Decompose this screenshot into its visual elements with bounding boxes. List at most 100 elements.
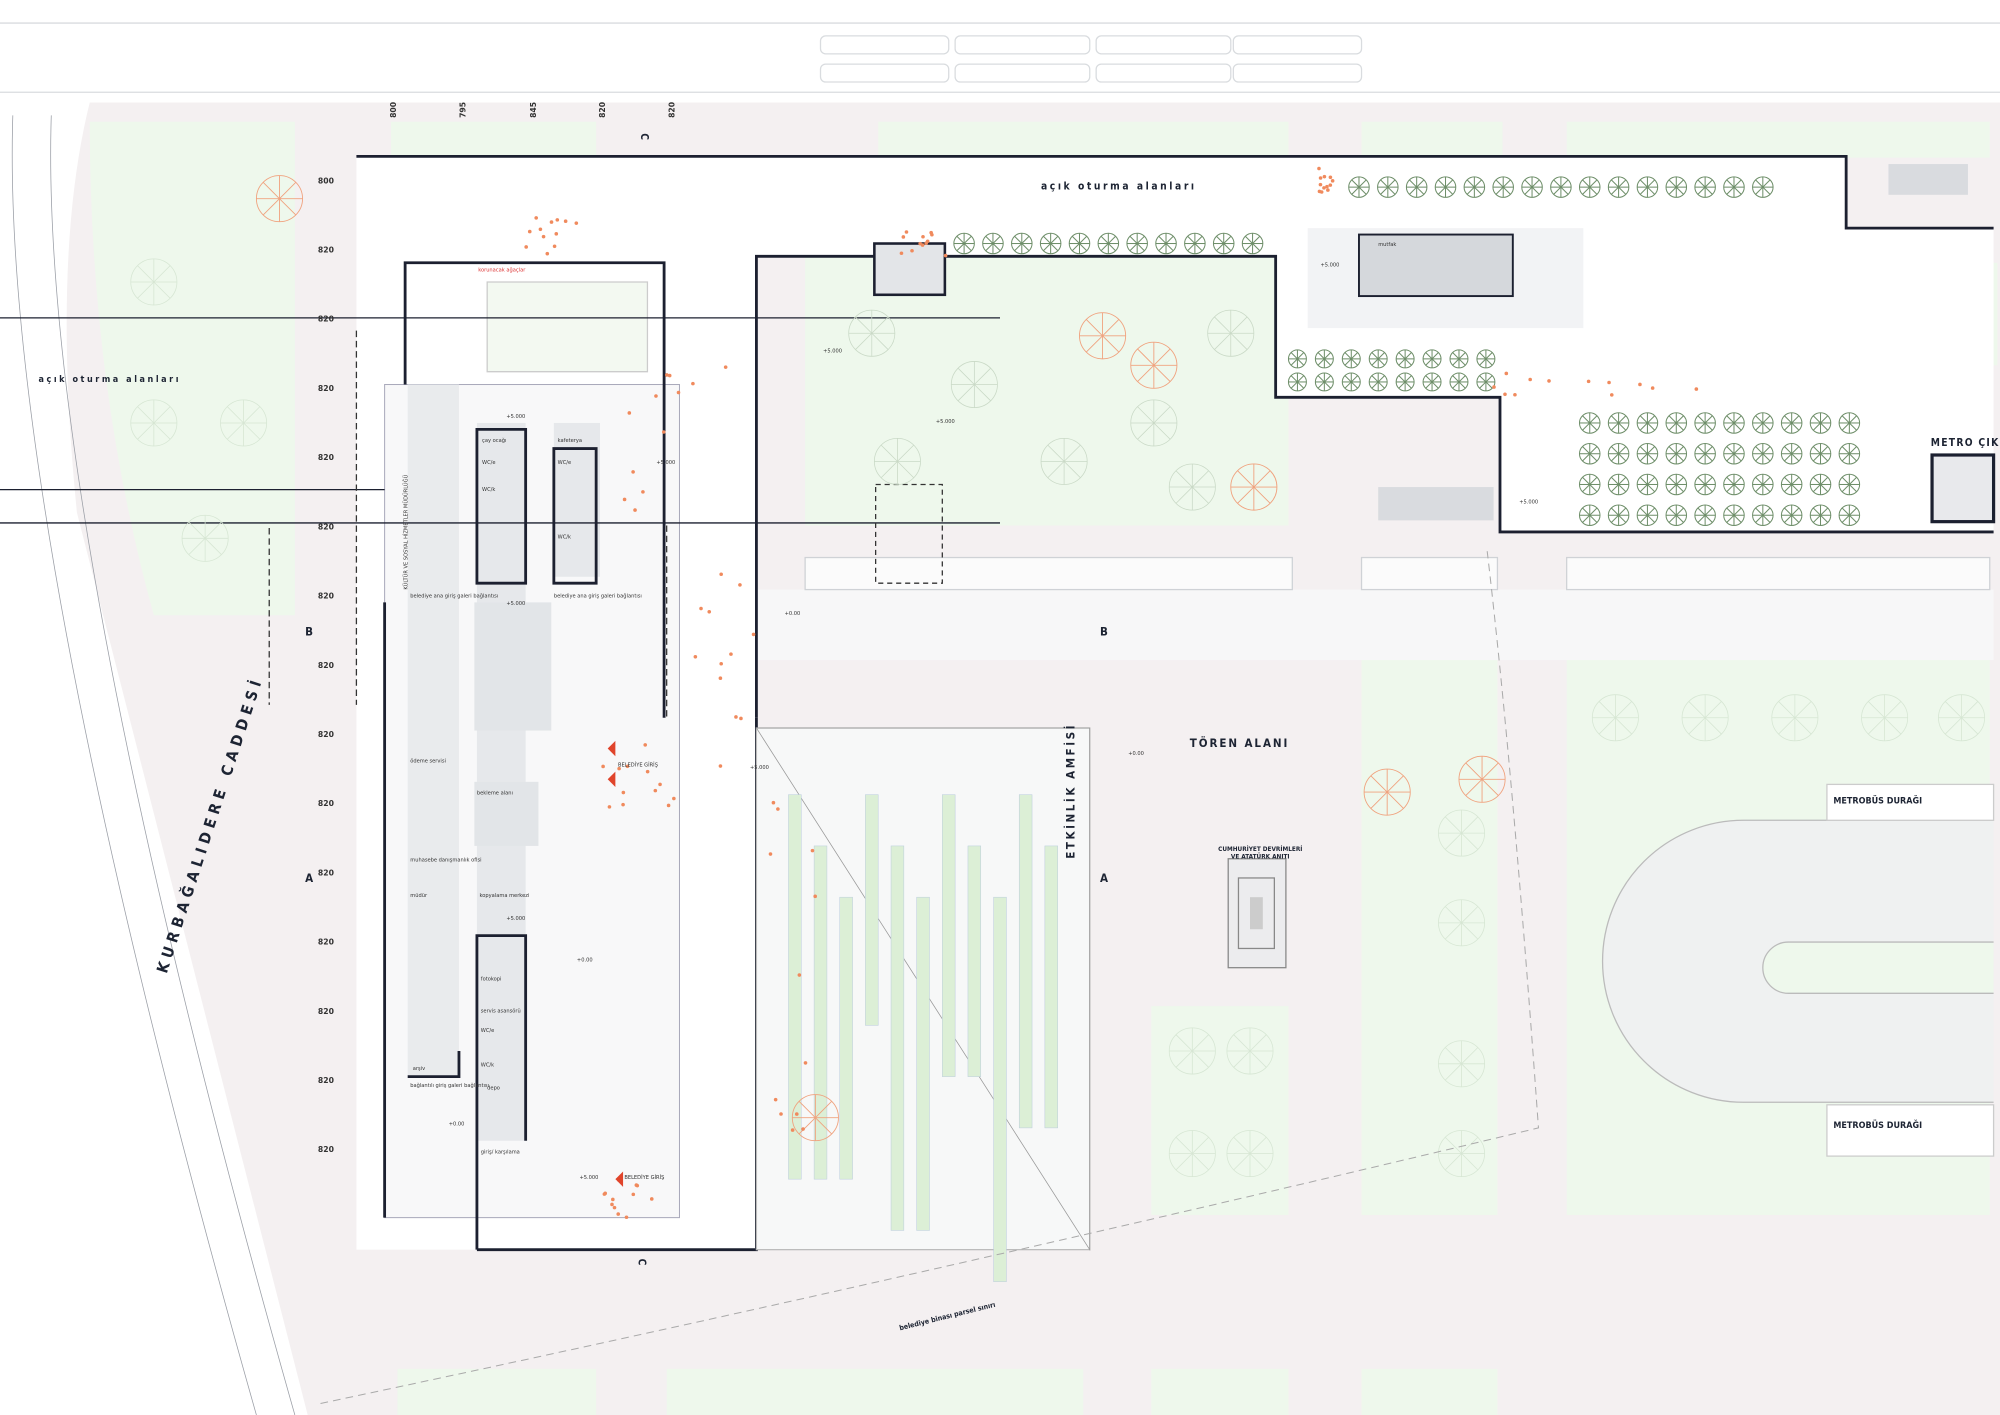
person-icon — [1328, 183, 1333, 187]
elevation: +5.000 — [1321, 263, 1340, 269]
room-label: WC/k — [482, 487, 495, 493]
person-icon — [910, 248, 914, 253]
person-icon — [899, 251, 904, 256]
top-dimensions: 800 795 845 820 820 — [389, 102, 676, 118]
tree-icon — [953, 232, 975, 255]
tree-icon — [1368, 349, 1388, 369]
person-icon — [627, 411, 632, 415]
tree-icon — [1665, 442, 1688, 465]
tree-icon — [1665, 176, 1688, 198]
person-icon — [810, 848, 815, 853]
person-icon — [527, 229, 532, 234]
person-icon — [773, 1097, 778, 1102]
person-icon — [723, 365, 728, 369]
tree-icon — [1348, 176, 1370, 198]
seating-row — [865, 794, 879, 1026]
person-icon — [616, 1212, 621, 1216]
tree-icon — [1578, 176, 1601, 198]
tree-icon — [1771, 694, 1819, 742]
elevation: +0.00 — [577, 957, 593, 963]
tree-icon — [1458, 755, 1506, 803]
label-parcel-boundary: belediye binası parsel sınırı — [898, 1300, 996, 1333]
person-icon — [534, 216, 538, 220]
person-icon — [707, 610, 712, 614]
dim-label: 820 — [318, 522, 334, 531]
label-amphitheater: ETKİNLİK AMFİSİ — [1062, 723, 1077, 859]
room-label: belediye ana giriş galeri bağlantısı — [554, 592, 642, 599]
person-icon — [904, 230, 909, 234]
label-monument-2: VE ATATÜRK ANITI — [1231, 852, 1290, 861]
person-icon — [661, 430, 666, 434]
dim-label: 845 — [529, 102, 538, 118]
person-icon — [635, 1183, 640, 1188]
tree-icon — [220, 399, 268, 447]
room-label: WC/k — [558, 534, 571, 540]
dim-label: 820 — [318, 453, 334, 462]
person-icon — [918, 241, 922, 246]
label-preserved-trees: korunacak ağaçlar — [478, 267, 526, 274]
tree-icon — [1438, 1130, 1486, 1177]
tree-icon — [1838, 504, 1861, 527]
tree-icon — [1780, 504, 1803, 527]
entrance-label: BELEDİYE GİRİŞ — [624, 1174, 664, 1181]
room-labels: çay ocağı kafeterya WC/e WC/k WC/e WC/k … — [403, 242, 1397, 1181]
tree-icon — [791, 1094, 839, 1142]
tree-icon — [1694, 412, 1716, 434]
amphitheater — [755, 727, 1091, 1282]
person-icon — [621, 790, 626, 795]
person-icon — [768, 852, 773, 856]
top-road — [0, 0, 2000, 103]
person-icon — [1547, 379, 1551, 383]
tree-icon — [1752, 412, 1774, 434]
person-icon — [607, 805, 612, 809]
tree-icon — [1395, 372, 1415, 392]
tree-icon — [1168, 1130, 1216, 1177]
elevation-marks: +5.000 +5.000 +5.000 +5.000 +5.000 +5.00… — [449, 263, 1538, 1182]
section-a-left: A — [305, 871, 313, 885]
person-icon — [1650, 386, 1655, 390]
tree-icon — [1341, 349, 1361, 369]
tree-icon — [982, 232, 1004, 255]
room-label: ödeme servisi — [410, 759, 446, 765]
person-icon — [1318, 176, 1323, 180]
tree-icon — [1809, 504, 1832, 527]
section-b-right: B — [1100, 625, 1108, 639]
tree-icon — [1521, 176, 1543, 198]
tree-icon — [1207, 309, 1255, 357]
label-ceremony-area: TÖREN ALANI — [1190, 735, 1290, 750]
metrobus-station — [1602, 783, 1995, 1157]
person-icon — [574, 221, 579, 225]
room-label: kafeterya — [558, 438, 582, 444]
dim-label: 820 — [318, 799, 334, 808]
tree-icon — [255, 175, 304, 223]
person-icon — [1503, 392, 1507, 397]
tree-icon — [1438, 899, 1486, 947]
tree-icon — [1476, 372, 1496, 392]
person-icon — [1322, 186, 1326, 190]
tree-icon — [1241, 232, 1264, 255]
person-icon — [665, 373, 669, 377]
person-icon — [1492, 385, 1496, 389]
tree-icon — [1395, 349, 1415, 369]
person-icon — [622, 497, 627, 502]
person-icon — [734, 715, 738, 719]
person-icon — [1319, 190, 1324, 194]
dim-label: 820 — [318, 592, 334, 601]
person-icon — [612, 1205, 617, 1210]
seating-row — [993, 896, 1007, 1282]
tree-icon — [1168, 463, 1216, 511]
left-dimensions: 8008208208208208208208208208208208208208… — [318, 176, 334, 1154]
tree-icon — [1341, 372, 1361, 392]
elevation: +0.00 — [1128, 751, 1144, 757]
person-icon — [921, 234, 925, 239]
room-label: WC/e — [558, 460, 572, 466]
elevation: +5.000 — [506, 916, 525, 922]
elevation: +5.000 — [656, 460, 675, 466]
elevation: +0.00 — [785, 611, 801, 617]
room-label: giriş/ karşılama — [481, 1150, 520, 1156]
label-street: KURBAĞALIDERE CADDESİ — [152, 673, 266, 975]
tree-icon — [873, 437, 921, 485]
seating-row — [1044, 845, 1058, 1129]
person-icon — [601, 764, 605, 769]
tree-icon — [1694, 473, 1716, 496]
